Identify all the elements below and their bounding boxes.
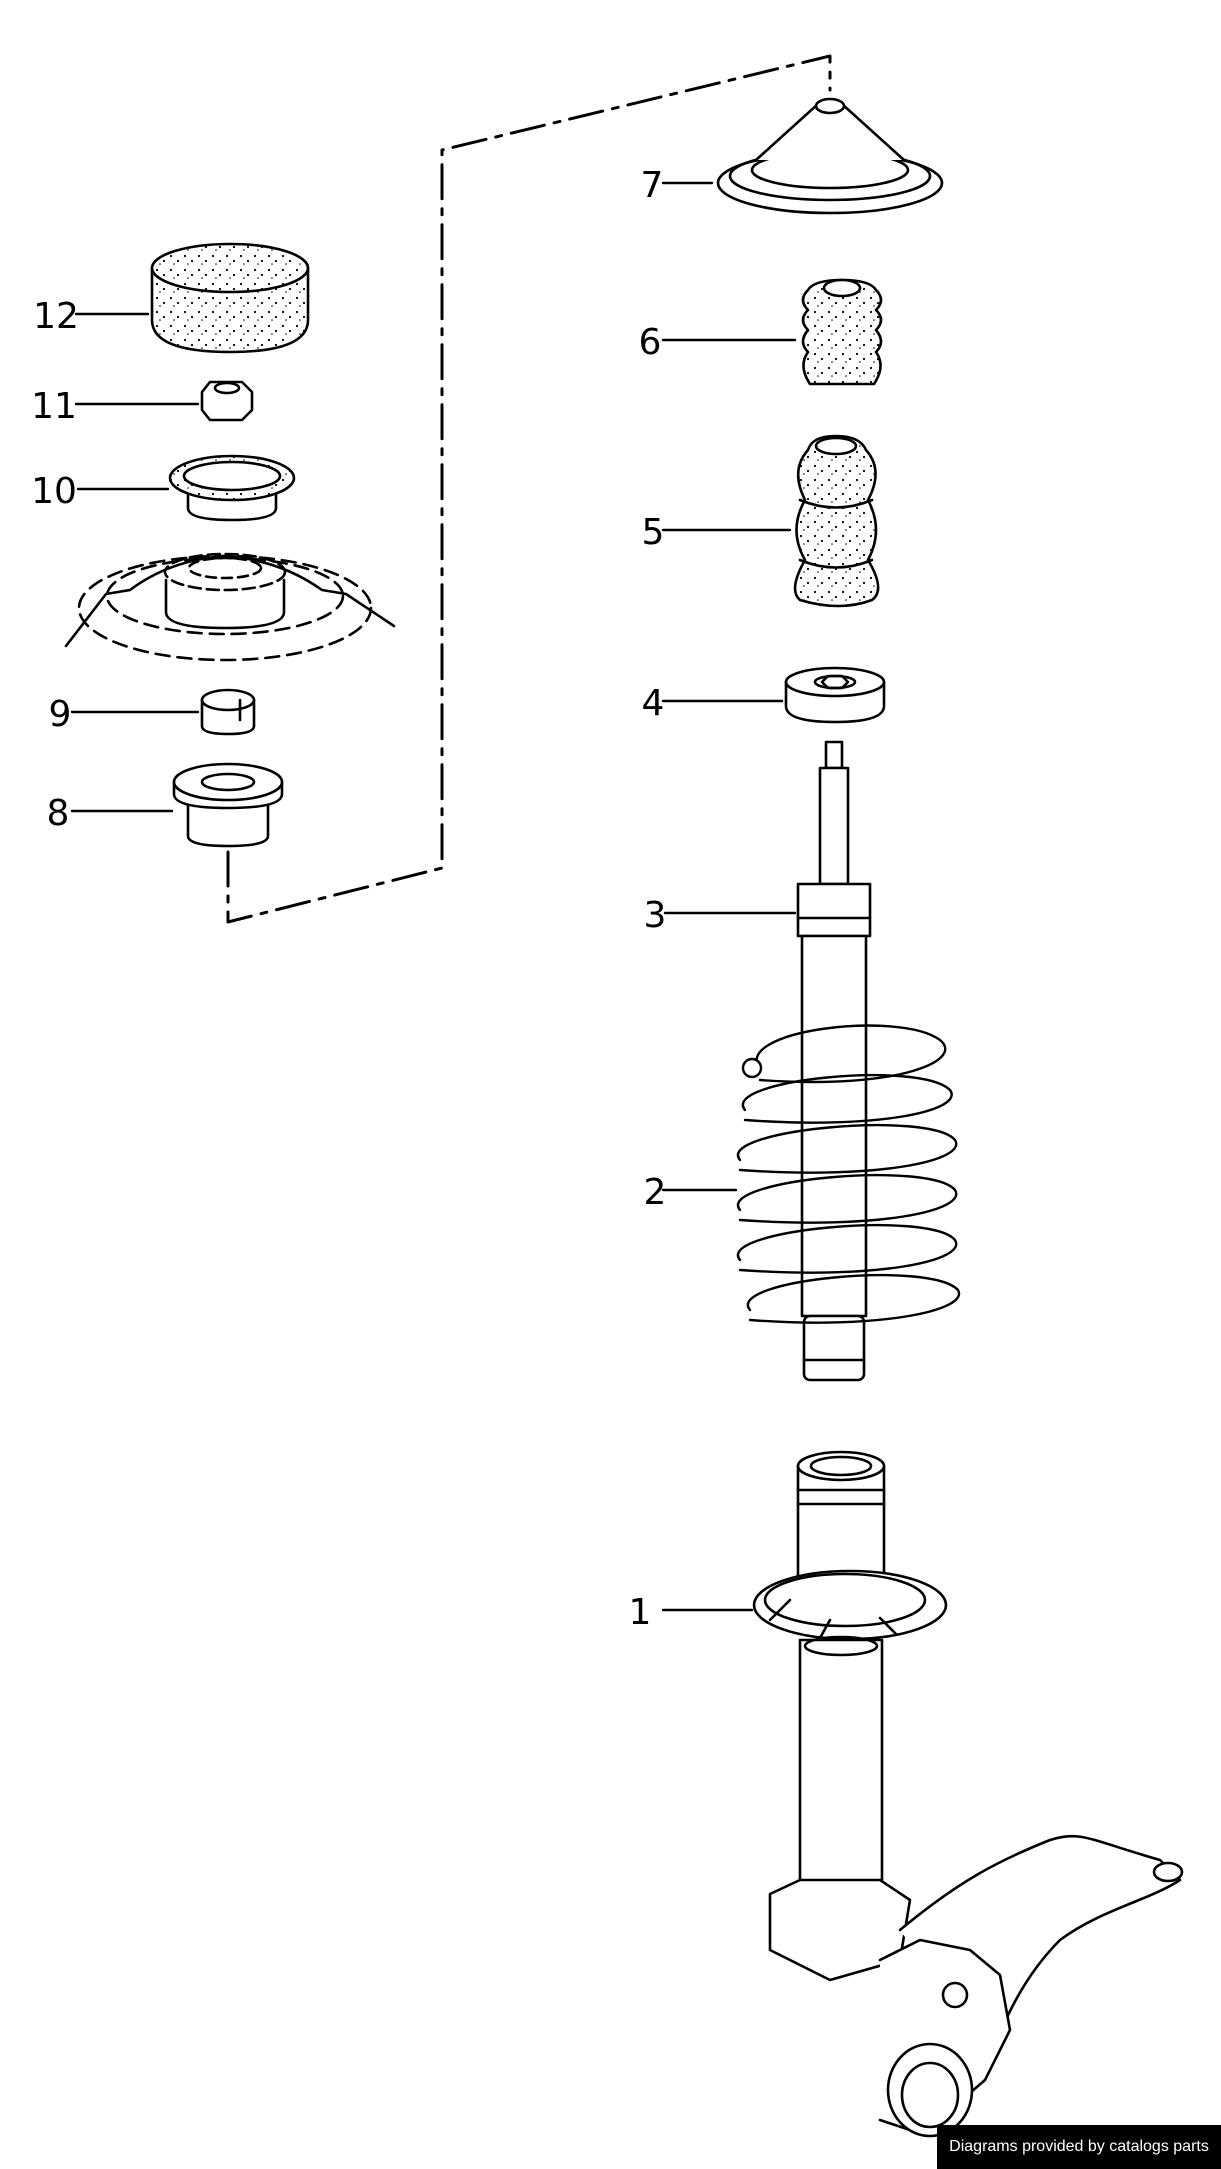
part-6-bump-stop-small bbox=[801, 278, 883, 386]
body-mount-panel bbox=[64, 552, 396, 662]
part-12-foam-pad bbox=[150, 242, 310, 354]
leader-lines bbox=[70, 181, 797, 1612]
callout-12: 12 bbox=[33, 296, 79, 337]
part-3-shock-absorber bbox=[796, 740, 872, 1382]
callout-1: 1 bbox=[629, 1592, 652, 1633]
callout-6: 6 bbox=[639, 322, 662, 363]
part-11-nut bbox=[200, 380, 254, 422]
part-7-top-cover bbox=[716, 97, 944, 215]
attribution-banner: Diagrams provided by catalogs parts bbox=[937, 2125, 1221, 2169]
part-8-bushing bbox=[172, 762, 284, 848]
callout-labels: 1 2 3 4 5 6 7 8 9 10 11 12 bbox=[31, 165, 666, 1633]
callout-8: 8 bbox=[47, 793, 70, 834]
part-9-sleeve bbox=[200, 688, 256, 736]
callout-2: 2 bbox=[644, 1172, 667, 1213]
part-1-strut-housing bbox=[752, 1450, 1184, 2138]
part-2-coil-spring bbox=[736, 1024, 961, 1324]
part-5-bump-stop-large bbox=[793, 434, 880, 608]
callout-3: 3 bbox=[644, 895, 667, 936]
part-4-strut-bearing bbox=[784, 666, 886, 724]
callout-10: 10 bbox=[31, 471, 77, 512]
callout-5: 5 bbox=[642, 512, 665, 553]
callout-11: 11 bbox=[31, 386, 77, 427]
part-10-mount-ring bbox=[168, 454, 296, 522]
callout-7: 7 bbox=[641, 165, 664, 206]
callout-9: 9 bbox=[49, 694, 72, 735]
callout-4: 4 bbox=[642, 683, 665, 724]
assembly-line bbox=[226, 54, 832, 924]
